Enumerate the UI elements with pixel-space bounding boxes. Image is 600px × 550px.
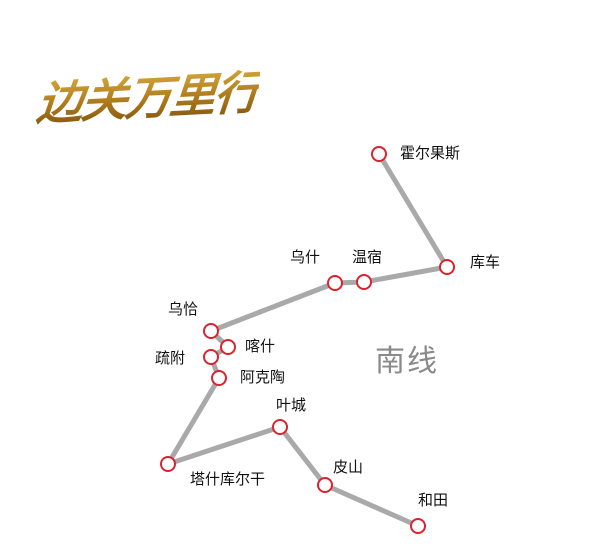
station-label: 温宿 [352,248,382,266]
route-segment [323,482,420,529]
station-label: 和田 [418,491,448,509]
station-label: 塔什库尔干 [190,470,265,488]
station-node[interactable]: 塔什库尔干 [160,456,265,488]
station-marker[interactable] [211,370,227,386]
region-label: 南线 [375,344,439,379]
station-label: 叶城 [276,396,306,414]
station-node[interactable]: 阿克陶 [211,368,285,386]
station-label: 疏附 [155,349,185,367]
station-marker[interactable] [317,477,333,493]
station-marker[interactable] [203,349,219,365]
station-marker[interactable] [203,323,219,339]
station-node[interactable]: 库车 [439,253,500,275]
station-label: 库车 [470,253,500,271]
station-marker[interactable] [356,274,372,290]
station-label: 乌恰 [168,300,198,318]
station-marker[interactable] [272,419,288,435]
station-marker[interactable] [160,456,176,472]
station-marker[interactable] [327,275,343,291]
station-node[interactable]: 温宿 [352,248,382,290]
station-marker[interactable] [410,518,426,534]
station-node[interactable]: 叶城 [272,396,306,435]
station-node[interactable]: 皮山 [317,458,363,493]
route-segment [376,152,450,269]
route-segment [165,376,222,466]
station-label: 乌什 [290,248,320,266]
route-segment [363,264,448,285]
station-label: 霍尔果斯 [400,144,460,162]
route-segment [210,280,336,334]
station-label: 喀什 [245,337,275,355]
station-node[interactable]: 疏附 [155,349,219,367]
route-segment [167,424,281,467]
station-marker[interactable] [371,146,387,162]
station-node[interactable]: 喀什 [220,337,275,355]
station-marker[interactable] [439,259,455,275]
station-node[interactable]: 乌什 [290,248,343,291]
station-node[interactable]: 霍尔果斯 [371,144,460,162]
route-segment [278,425,327,487]
station-node[interactable]: 和田 [410,491,448,534]
station-label: 阿克陶 [240,368,285,386]
station-marker[interactable] [220,339,236,355]
station-label: 皮山 [333,458,363,476]
station-node[interactable]: 乌恰 [168,300,219,339]
